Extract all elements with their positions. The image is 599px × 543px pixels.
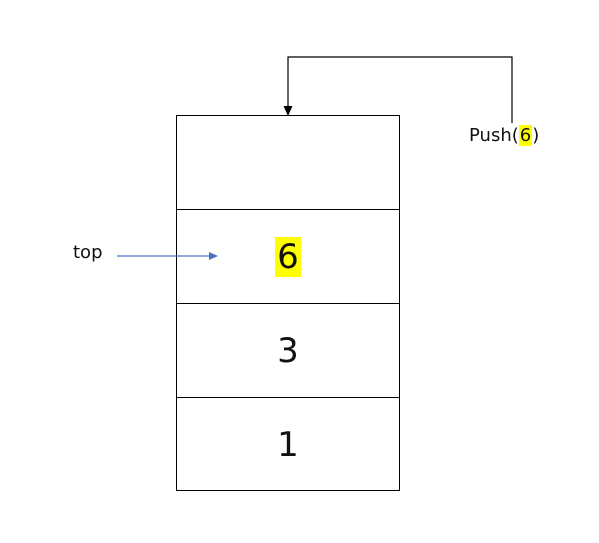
top-pointer-label: top (73, 242, 103, 263)
stack-cell-value: 1 (277, 424, 299, 465)
top-pointer-arrow-head (209, 252, 218, 260)
top-pointer-arrow (117, 252, 218, 260)
stack-cell-value-highlighted: 6 (275, 236, 301, 277)
stack-cell-top: 6 (177, 209, 399, 303)
stack-cell: 3 (177, 303, 399, 397)
push-suffix: ) (532, 125, 540, 146)
stack-cell-bottom: 1 (177, 397, 399, 491)
push-arrow-head (283, 106, 293, 116)
stack-cell-value: 3 (277, 330, 299, 371)
push-argument: 6 (518, 125, 533, 146)
push-prefix: Push( (469, 125, 519, 146)
push-arrow (283, 56, 513, 123)
push-operation-label: Push(6) (469, 125, 539, 146)
stack-box: 6 3 1 (176, 115, 400, 491)
